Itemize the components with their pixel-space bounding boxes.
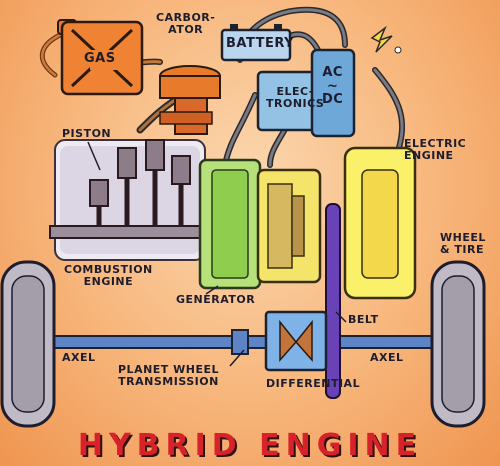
- acdc-label: AC ~ DC: [322, 65, 344, 108]
- electronics-label: ELEC- TRONICS: [266, 85, 325, 110]
- piston-label: PISTON: [62, 127, 112, 140]
- wheel-tire-label: WHEEL & TIRE: [440, 231, 486, 256]
- planet-wheel-label: PLANET WHEEL TRANSMISSION: [118, 363, 220, 388]
- axle-coupler: [231, 329, 249, 355]
- axle: [24, 335, 476, 349]
- right-wheel: [430, 260, 486, 428]
- acdc-converter: [310, 48, 356, 138]
- battery-label: BATTERY: [226, 36, 295, 51]
- carburetor: [159, 65, 221, 135]
- drive-belt: [325, 203, 341, 399]
- belt-label: BELT: [348, 313, 379, 326]
- gas-tank: [57, 19, 144, 96]
- generator: [198, 158, 262, 290]
- carborator-label: CARBOR- ATOR: [156, 11, 216, 36]
- spark-dot-icon: [394, 46, 402, 54]
- spark-icon: [370, 25, 393, 53]
- planet-wheel-transmission: [256, 168, 322, 284]
- electric-engine-label: ELECTRIC ENGINE: [404, 137, 467, 162]
- label-pointers: [87, 141, 347, 367]
- left-wheel: [0, 260, 56, 428]
- electric-engine: [343, 146, 417, 300]
- combustion-engine: [54, 139, 206, 261]
- pistons: [89, 139, 191, 207]
- battery: [220, 24, 292, 62]
- generator-label: GENERATOR: [176, 293, 256, 306]
- differential: [264, 310, 328, 372]
- diagram-title: HYBRID ENGINE: [77, 428, 423, 463]
- differential-label: DIFFERENTIAL: [266, 377, 361, 390]
- gas-label: GAS: [84, 51, 116, 66]
- axel-left-label: AXEL: [62, 351, 96, 364]
- axel-right-label: AXEL: [370, 351, 404, 364]
- combustion-engine-label: COMBUSTION ENGINE: [64, 263, 153, 288]
